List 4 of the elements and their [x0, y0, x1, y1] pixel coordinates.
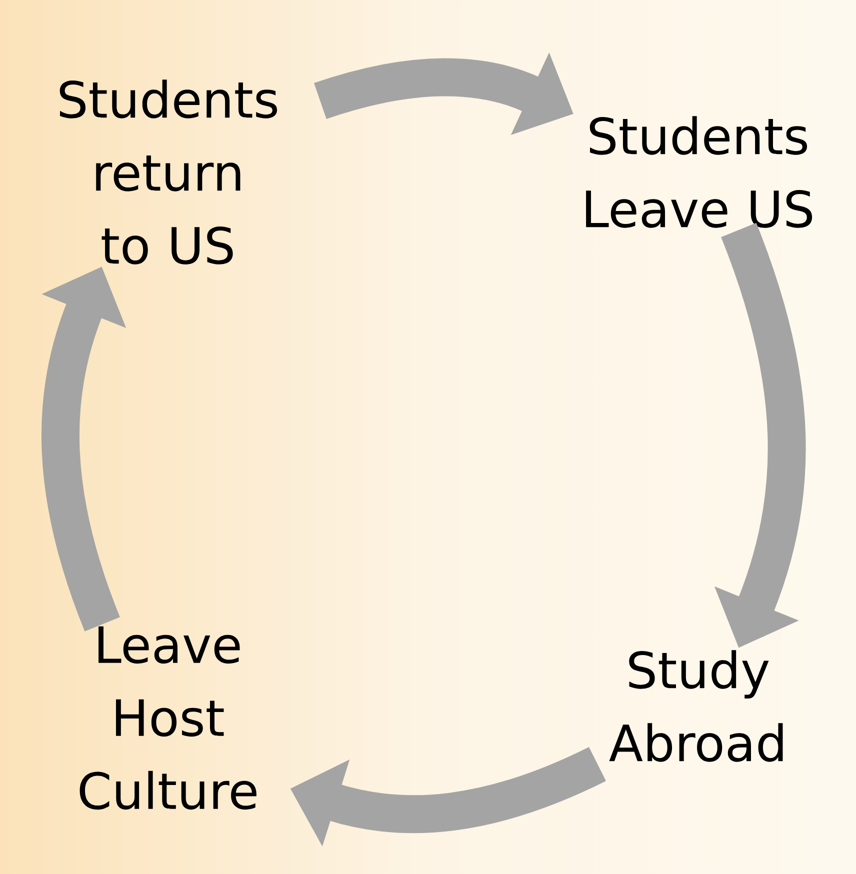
node-text: Study Abroad — [609, 650, 783, 762]
node-text: Students Leave US — [586, 116, 812, 228]
node-text: Students return to US — [60, 80, 278, 264]
node-text: Leave Host Culture — [80, 626, 256, 810]
